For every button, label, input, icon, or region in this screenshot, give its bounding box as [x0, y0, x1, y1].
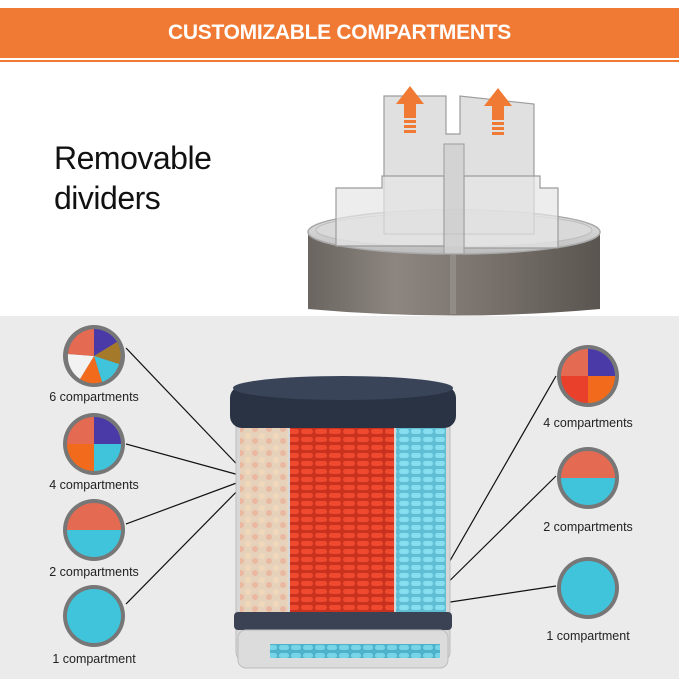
banner-underline	[0, 60, 679, 62]
right-option-4-compartments-image	[556, 344, 620, 408]
banner-title: CUSTOMIZABLE COMPARTMENTS	[168, 21, 511, 44]
heading-line-1: Removable	[54, 140, 212, 176]
option-6-compartments-image	[62, 324, 126, 388]
right-option-label-4-compartments: 4 compartments	[543, 416, 633, 430]
option-1-compartment-image	[62, 584, 126, 648]
header-banner: CUSTOMIZABLE COMPARTMENTS	[0, 0, 679, 64]
divider-panel-front-left	[335, 175, 445, 247]
option-4-compartments-image	[62, 412, 126, 476]
arrow-up-icon	[396, 86, 424, 133]
banner-bar: CUSTOMIZABLE COMPARTMENTS	[0, 8, 679, 58]
one-compartment-circle-icon	[63, 585, 125, 647]
option-label-1-compartment: 1 compartment	[52, 652, 136, 666]
divider-center-post	[443, 143, 465, 255]
six-compartment-circle-icon	[63, 325, 125, 387]
arrow-up-icon	[484, 88, 512, 135]
compartment-left	[240, 424, 288, 614]
compartment-red	[290, 424, 394, 614]
pill-container-illustration	[230, 376, 456, 669]
two-compartment-circle-icon	[557, 447, 619, 509]
two-compartment-circle-icon	[63, 499, 125, 561]
frosted-overlay-right	[396, 424, 446, 614]
option-2-compartments-image	[62, 498, 126, 562]
four-compartment-circle-icon	[557, 345, 619, 407]
right-option-2-compartments-image	[556, 446, 620, 510]
right-option-label-1-compartment: 1 compartment	[546, 629, 630, 643]
four-compartment-circle-icon	[63, 413, 125, 475]
divider-panel-front-right	[463, 175, 559, 249]
right-option-label-2-compartments: 2 compartments	[543, 520, 633, 534]
divider-illustration	[307, 86, 601, 316]
option-label-2-compartments: 2 compartments	[49, 565, 139, 579]
right-option-1-compartment-image	[556, 556, 620, 620]
frosted-overlay-left	[240, 424, 288, 614]
top-lid-cap	[233, 376, 453, 400]
removable-dividers-section: Removable dividers	[0, 64, 679, 316]
compartment-options-section: 6 compartments 4 compartments 2 compartm…	[0, 316, 679, 679]
one-compartment-circle-icon	[557, 557, 619, 619]
heading-line-2: dividers	[54, 180, 161, 216]
removable-dividers-heading: Removable dividers	[54, 138, 212, 218]
cup-seam	[450, 234, 456, 314]
compartment-blue	[396, 424, 446, 614]
mid-lid-band	[234, 612, 452, 630]
option-label-6-compartments: 6 compartments	[49, 390, 139, 404]
option-label-4-compartments: 4 compartments	[49, 478, 139, 492]
lower-blue-pills	[270, 644, 440, 658]
